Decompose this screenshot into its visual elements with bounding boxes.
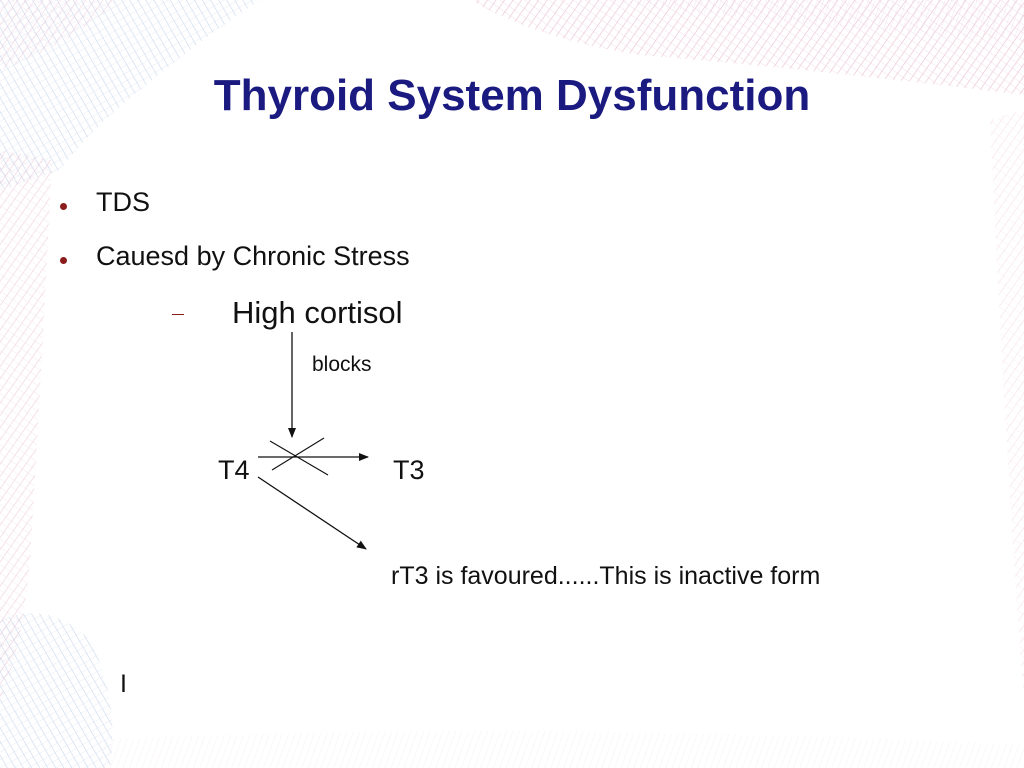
t3-label: T3 <box>393 455 425 485</box>
sub-bullet-dash-icon <box>172 314 184 315</box>
block-cross-mark <box>269 440 329 476</box>
bullet-tds: TDS <box>96 187 150 217</box>
sub-bullet-high-cortisol: High cortisol <box>232 295 403 330</box>
block-cross-mark <box>271 437 325 471</box>
t4-label: T4 <box>218 455 250 485</box>
rt3-note: rT3 is favoured......This is inactive fo… <box>391 562 821 590</box>
blocks-label: blocks <box>312 353 372 376</box>
bullet-marker-icon <box>60 203 67 210</box>
t4-to-rt3-arrow <box>257 476 367 550</box>
stray-text-mark: I <box>120 670 127 698</box>
bullet-marker-icon <box>60 257 67 264</box>
bullet-chronic-stress: Cauesd by Chronic Stress <box>96 241 410 271</box>
slide-title: Thyroid System Dysfunction <box>213 71 811 120</box>
